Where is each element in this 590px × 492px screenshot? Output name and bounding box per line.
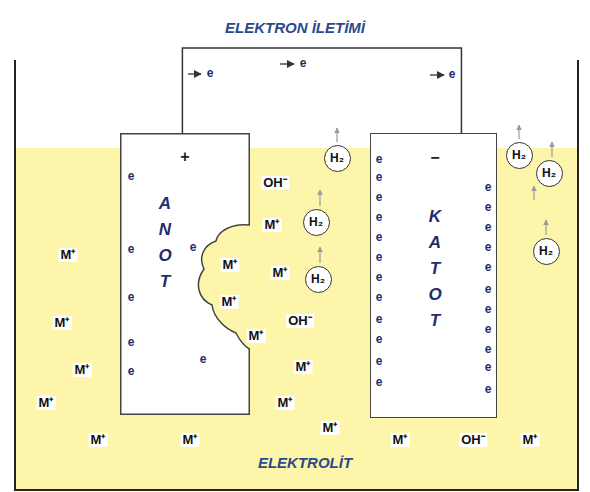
ion-label: M⁺ <box>221 258 240 272</box>
electron-label: e <box>376 171 383 184</box>
ion-label: M⁺ <box>73 363 92 377</box>
gas-label: H₂ <box>542 166 556 180</box>
cathode-electrode: − KATOT <box>370 133 497 418</box>
gas-label: H₂ <box>309 215 323 229</box>
electron-label: e <box>485 323 492 336</box>
electron-label: e <box>128 291 135 304</box>
electron-wire <box>182 48 461 133</box>
ion-label: M⁺ <box>521 433 540 447</box>
electron-label: e <box>376 333 383 346</box>
tank-wall <box>15 60 578 490</box>
gas-label: H₂ <box>539 244 553 258</box>
electron-label: e <box>300 57 307 70</box>
electron-label: e <box>128 336 135 349</box>
gas-label: H₂ <box>512 148 526 162</box>
anode-electrode: + ANOT <box>120 133 250 415</box>
electron-label: e <box>485 241 492 254</box>
electron-label: e <box>376 211 383 224</box>
ion-label: M⁺ <box>247 329 266 343</box>
electron-label: e <box>376 355 383 368</box>
electron-label: e <box>485 343 492 356</box>
gas-label: H₂ <box>330 151 344 165</box>
gas-label: H₂ <box>311 272 325 286</box>
electron-label: e <box>200 353 207 366</box>
hydrogen-bubble: H₂ <box>305 266 332 293</box>
electron-label: e <box>485 361 492 374</box>
electron-label: e <box>376 313 383 326</box>
hydrogen-bubble: H₂ <box>506 142 533 169</box>
electron-label: e <box>449 68 456 81</box>
electron-label: e <box>376 271 383 284</box>
electron-label: e <box>485 261 492 274</box>
ion-label: M⁺ <box>220 295 239 309</box>
electron-label: e <box>128 170 135 183</box>
anode-outline <box>121 134 250 415</box>
electron-label: e <box>485 221 492 234</box>
electron-label: e <box>207 67 214 80</box>
ion-label: M⁺ <box>294 360 313 374</box>
ion-label: M⁺ <box>181 433 200 447</box>
electrode-name: ANOT <box>157 191 174 295</box>
electron-label: e <box>376 231 383 244</box>
ion-label: M⁺ <box>53 316 72 330</box>
ion-label: M⁺ <box>276 396 295 410</box>
electron-label: e <box>485 303 492 316</box>
hydrogen-bubble: H₂ <box>533 238 560 265</box>
ion-label: M⁺ <box>59 248 78 262</box>
ion-label: OH⁻ <box>459 433 487 447</box>
electron-label: e <box>485 181 492 194</box>
ion-label: OH⁻ <box>261 176 289 190</box>
polarity-sign: + <box>180 148 189 166</box>
hydrogen-bubble: H₂ <box>303 209 330 236</box>
ion-label: M⁺ <box>89 433 108 447</box>
electrolyte-label: ELEKTROLİT <box>258 455 352 472</box>
electron-flow-arrows <box>188 64 444 75</box>
hydrogen-bubble: H₂ <box>536 160 563 187</box>
electron-label: e <box>485 383 492 396</box>
electrode-name: KATOT <box>427 204 444 334</box>
electron-label: e <box>190 241 197 254</box>
diagram-title: ELEKTRON İLETİMİ <box>225 19 365 36</box>
ion-label: M⁺ <box>37 396 56 410</box>
electron-label: e <box>485 283 492 296</box>
electron-label: e <box>128 365 135 378</box>
electron-label: e <box>376 251 383 264</box>
ion-label: M⁺ <box>391 433 410 447</box>
electron-label: e <box>376 376 383 389</box>
anode-outline <box>120 133 250 415</box>
electron-label: e <box>376 191 383 204</box>
electron-label: e <box>376 291 383 304</box>
electron-label: e <box>128 243 135 256</box>
hydrogen-bubble: H₂ <box>324 145 351 172</box>
electron-label: e <box>376 153 383 166</box>
ion-label: M⁺ <box>271 266 290 280</box>
ion-label: M⁺ <box>321 421 340 435</box>
ion-label: OH⁻ <box>286 314 314 328</box>
ion-label: M⁺ <box>263 218 282 232</box>
electron-label: e <box>485 201 492 214</box>
polarity-sign: − <box>430 149 439 167</box>
